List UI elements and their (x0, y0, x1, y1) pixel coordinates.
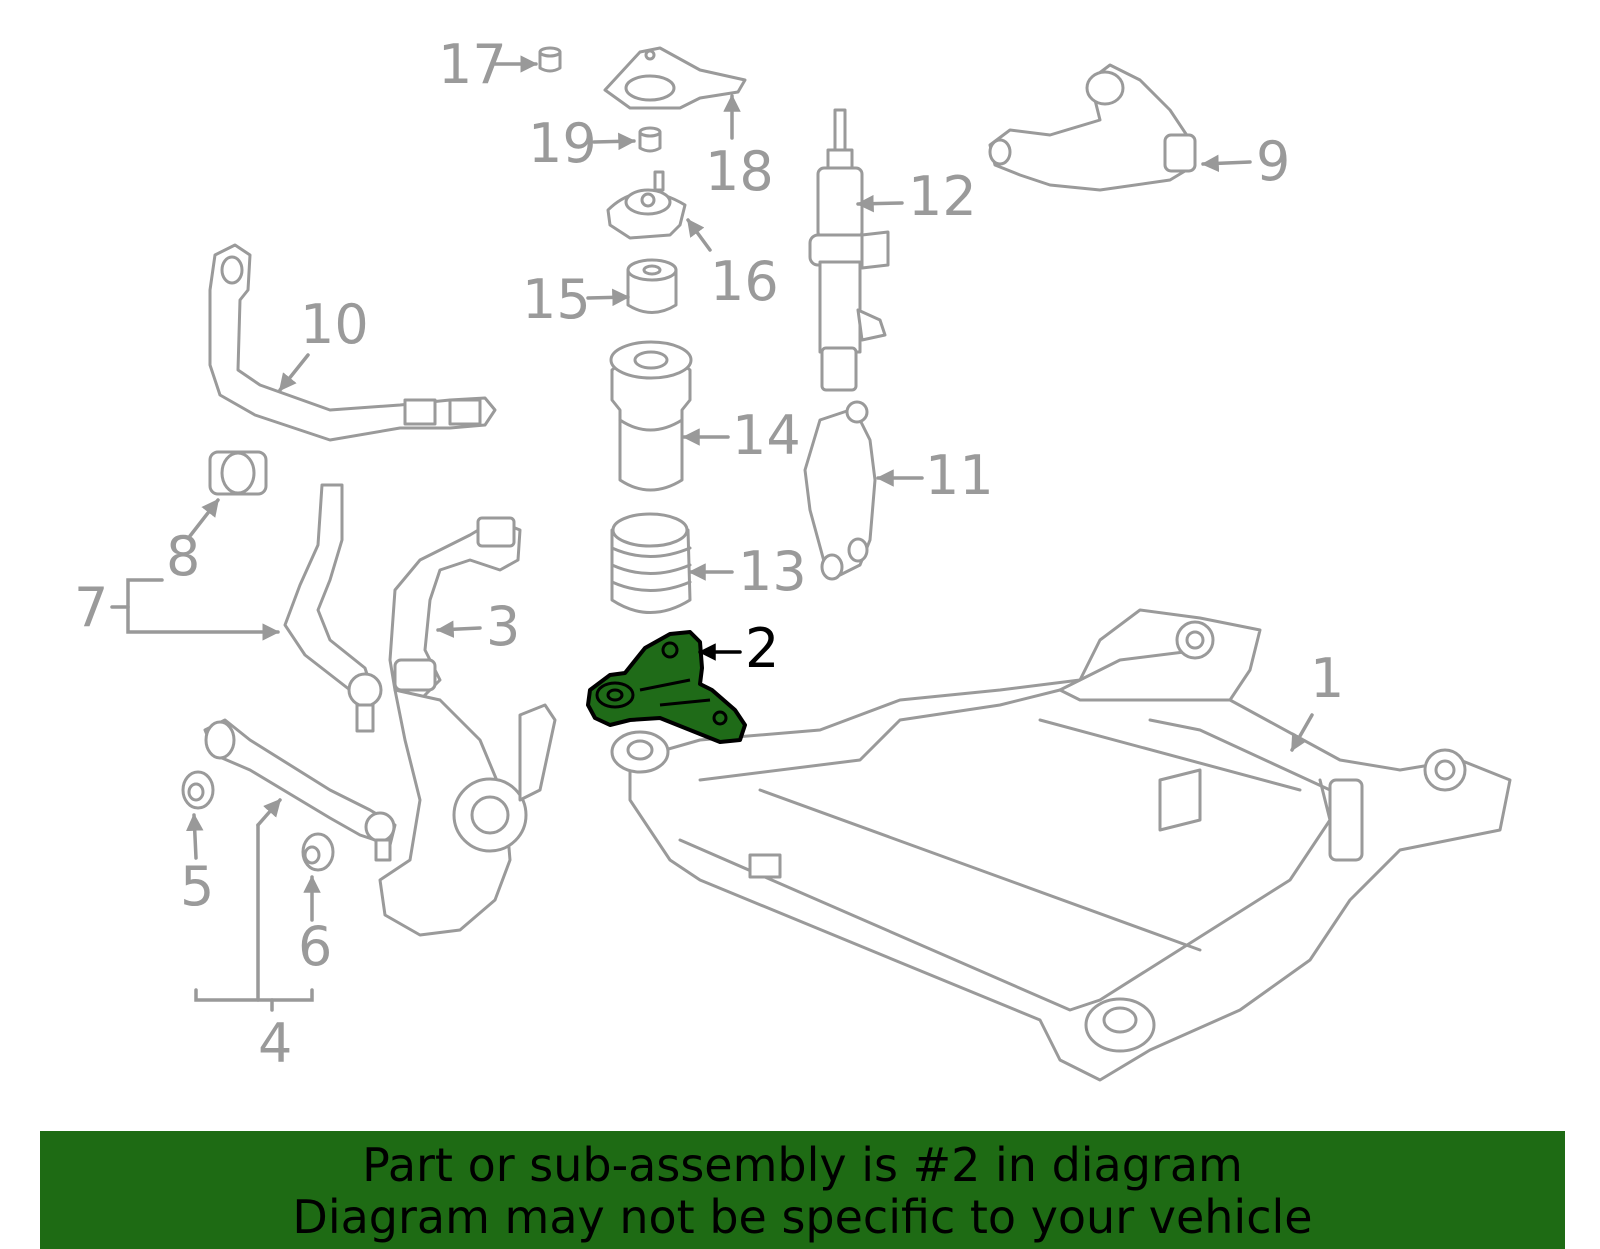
callout-2: 2 (745, 617, 779, 680)
part-4-lateral-link (203, 718, 397, 862)
banner-line-part: Part or sub-assembly is #2 in diagram (362, 1138, 1243, 1192)
part-13-dust-boot (610, 512, 692, 614)
part-7-tension-strut (283, 483, 383, 733)
banner-line-disclaimer: Diagram may not be specific to your vehi… (292, 1190, 1313, 1244)
callout-6: 6 (298, 915, 332, 978)
part-16-strut-mount (606, 170, 687, 240)
part-18-upper-mount-plate (603, 46, 747, 110)
part-8-bushing (208, 450, 268, 496)
part-1-subframe (610, 608, 1512, 1082)
callout-8: 8 (166, 525, 200, 588)
callout-18: 18 (705, 140, 774, 203)
callout-labels: 1 2 3 4 5 6 7 8 9 10 11 12 13 14 15 16 1… (74, 33, 1344, 1075)
callout-9: 9 (1256, 130, 1290, 193)
callout-17: 17 (438, 33, 507, 96)
part-3-lower-control-arm (388, 516, 522, 702)
callout-3: 3 (486, 595, 520, 658)
part-2-mount-bracket (586, 630, 747, 744)
steering-knuckle (378, 688, 557, 937)
callout-14: 14 (732, 404, 801, 467)
callout-13: 13 (738, 540, 807, 603)
callout-10: 10 (300, 293, 369, 356)
callout-1: 1 (1310, 647, 1344, 710)
callout-19: 19 (528, 112, 597, 175)
callout-12: 12 (908, 165, 977, 228)
part-6-bushing (301, 832, 335, 872)
callout-5: 5 (180, 855, 214, 918)
part-11-strut-fork (803, 400, 877, 581)
suspension-exploded-diagram: 1 2 3 4 5 6 7 8 9 10 11 12 13 14 15 16 1… (74, 33, 1512, 1082)
callout-16: 16 (710, 250, 779, 313)
part-17-nut (538, 46, 562, 73)
callout-4: 4 (258, 1012, 292, 1075)
part-19-nut (638, 126, 662, 153)
part-10-stabilizer-bar (208, 243, 497, 442)
callout-15: 15 (522, 268, 591, 331)
part-12-shock-absorber (808, 108, 890, 392)
leader-lines (110, 55, 1314, 1012)
part-15-bump-stop (626, 258, 678, 314)
callout-7: 7 (74, 576, 108, 639)
callout-11: 11 (925, 444, 994, 507)
info-banner: Part or sub-assembly is #2 in diagram Di… (40, 1131, 1565, 1249)
part-5-bushing (181, 770, 215, 810)
part-9-upper-control-arm (988, 63, 1197, 192)
part-14-air-spring (609, 340, 693, 492)
